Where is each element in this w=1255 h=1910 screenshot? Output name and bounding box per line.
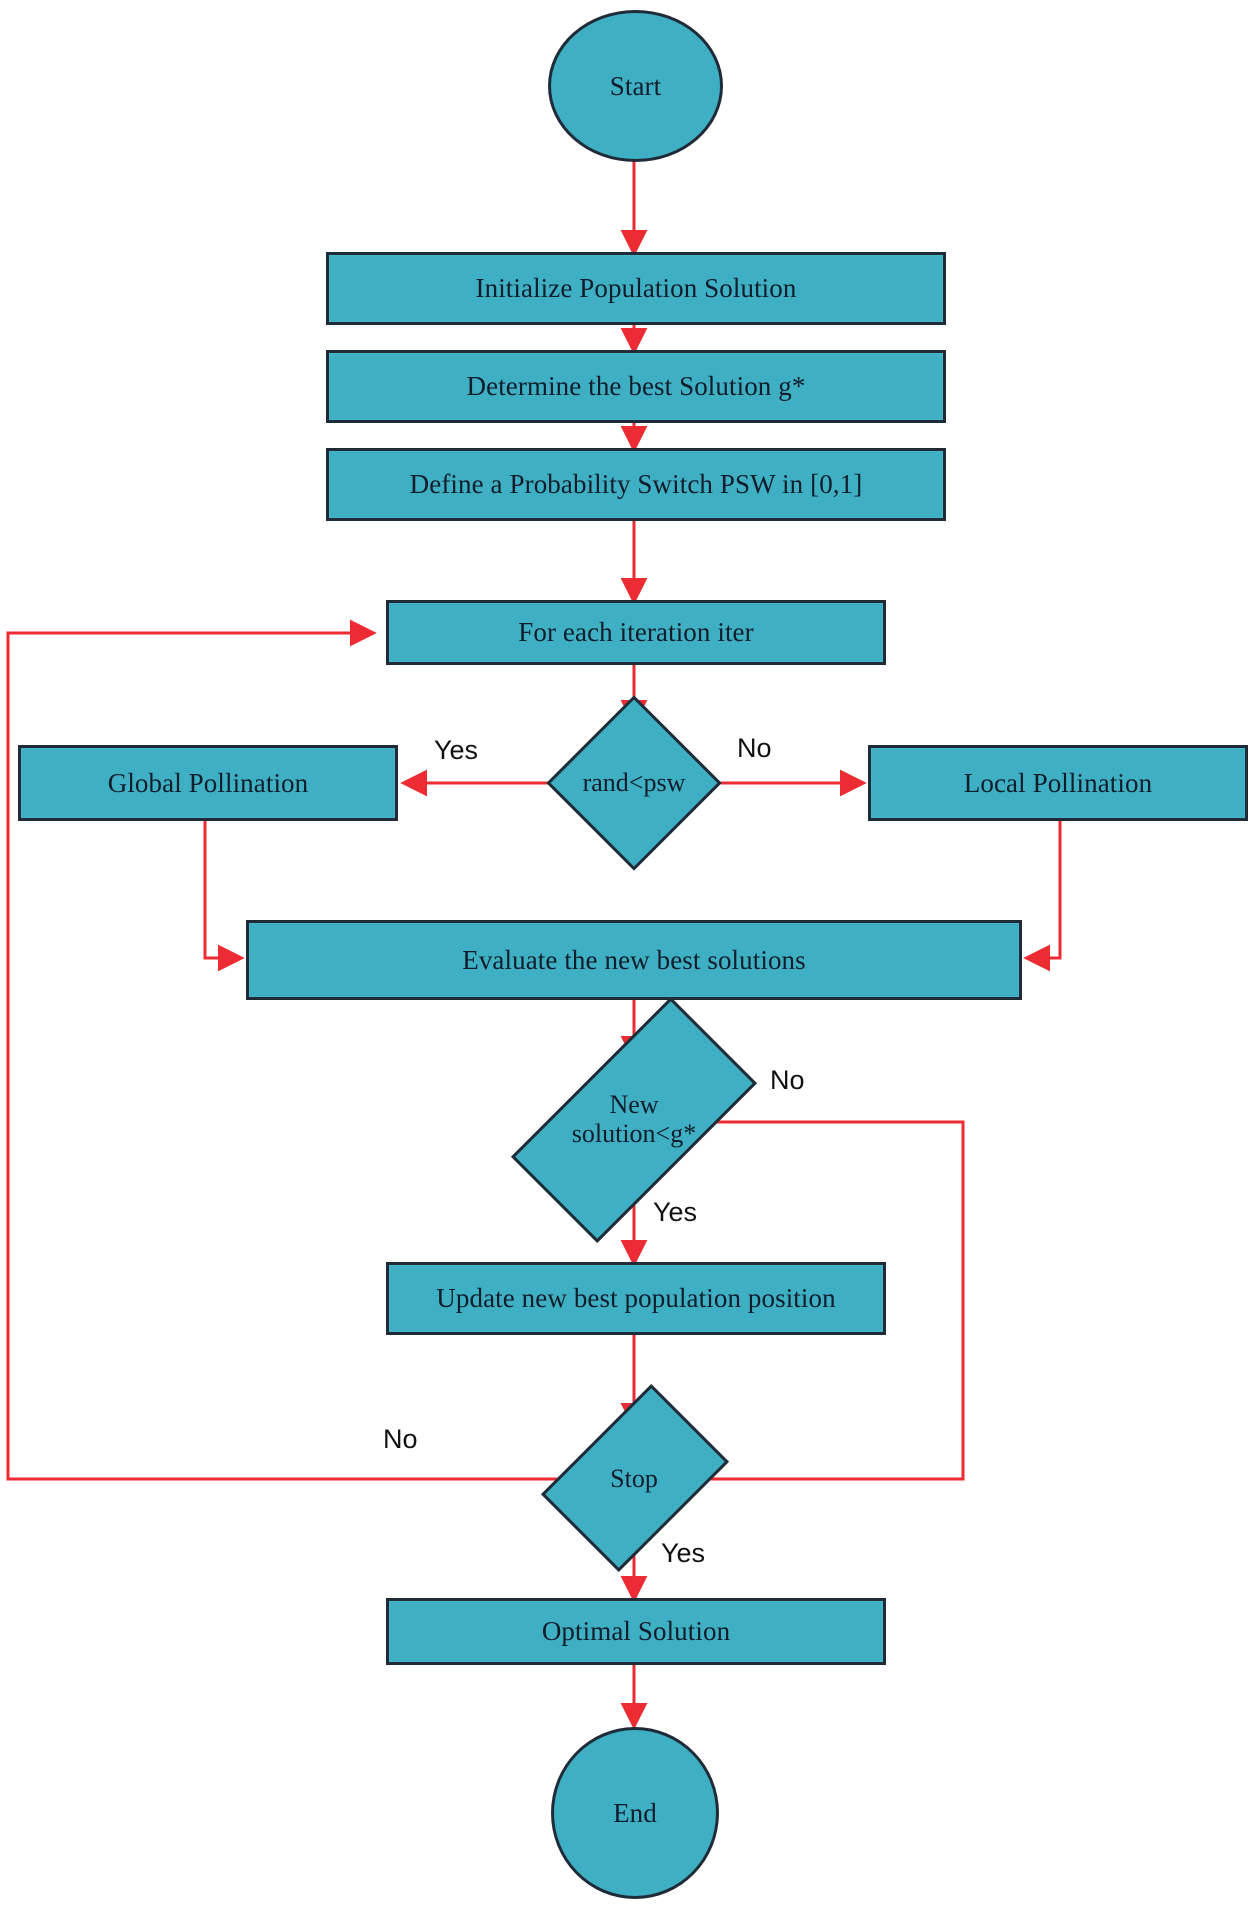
node-decision-new-solution[interactable]: New solution<g*	[510, 996, 758, 1244]
node-evaluate-new-best-solutions[interactable]: Evaluate the new best solutions	[246, 920, 1022, 1000]
node-for-each-iteration-label: For each iteration iter	[518, 617, 754, 648]
edge-label-rand-yes: Yes	[434, 735, 479, 765]
node-local-pollination[interactable]: Local Pollination	[868, 745, 1248, 821]
node-global-pollination-label: Global Pollination	[107, 767, 309, 798]
node-define-probability-switch[interactable]: Define a Probability Switch PSW in [0,1]	[326, 448, 946, 521]
node-update-population-position[interactable]: Update new best population position	[386, 1262, 886, 1335]
node-optimal-solution-label: Optimal Solution	[541, 1616, 731, 1647]
edge-stop-iteration-no	[6, 619, 570, 1481]
edge-label-newsol-no: No	[770, 1065, 805, 1095]
edge-label-stop-yes: Yes	[661, 1538, 706, 1568]
node-update-population-position-label: Update new best population position	[436, 1283, 836, 1314]
node-decision-stop[interactable]: Stop	[540, 1383, 730, 1573]
node-determine-best-solution-label: Determine the best Solution g*	[466, 371, 806, 402]
edge-label-stop-no: No	[383, 1424, 418, 1454]
node-end-label: End	[613, 1797, 657, 1828]
edge-global-evaluate	[203, 821, 245, 972]
node-optimal-solution[interactable]: Optimal Solution	[386, 1598, 886, 1665]
edge-label-rand-no: No	[737, 733, 772, 763]
node-initialize-population-label: Initialize Population Solution	[475, 273, 797, 304]
node-determine-best-solution[interactable]: Determine the best Solution g*	[326, 350, 946, 423]
node-global-pollination[interactable]: Global Pollination	[18, 745, 398, 821]
edge-local-evaluate	[1023, 821, 1062, 972]
node-start-label: Start	[609, 70, 662, 101]
node-evaluate-new-best-solutions-label: Evaluate the new best solutions	[462, 944, 806, 975]
node-decision-rand-psw[interactable]: rand<psw	[546, 695, 722, 871]
node-start[interactable]: Start	[548, 10, 723, 162]
node-end[interactable]: End	[551, 1727, 719, 1899]
node-define-probability-switch-label: Define a Probability Switch PSW in [0,1]	[409, 469, 863, 500]
node-decision-stop-label: Stop	[610, 1463, 658, 1493]
edge-newsol-stop-no	[655, 1120, 965, 1493]
node-decision-new-solution-label: New solution<g*	[571, 1090, 697, 1148]
node-initialize-population[interactable]: Initialize Population Solution	[326, 252, 946, 325]
node-for-each-iteration[interactable]: For each iteration iter	[386, 600, 886, 665]
node-decision-rand-psw-label: rand<psw	[582, 767, 686, 797]
edge-label-newsol-yes: Yes	[653, 1197, 698, 1227]
node-local-pollination-label: Local Pollination	[963, 767, 1153, 798]
